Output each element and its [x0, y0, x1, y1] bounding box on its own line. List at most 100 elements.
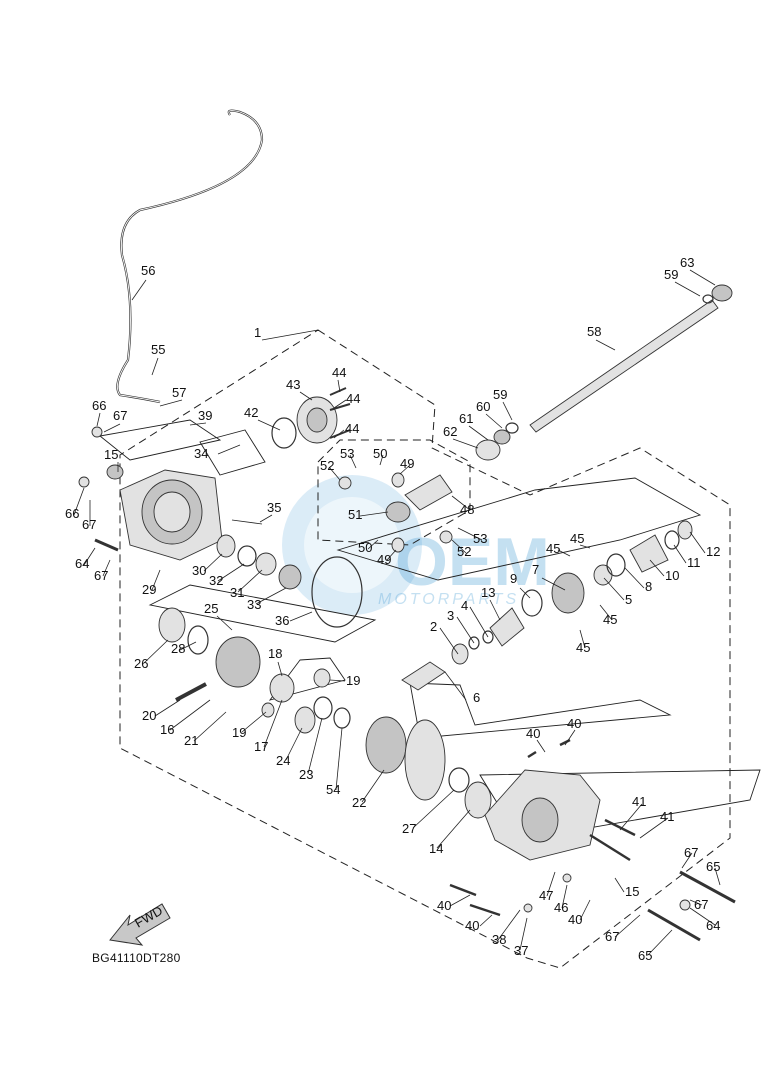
leader-line — [468, 425, 489, 441]
callout-42: 42 — [244, 405, 258, 420]
cover — [296, 396, 338, 444]
leader-line — [681, 852, 693, 869]
bolts-44 — [329, 387, 351, 439]
callout-19a: 19 — [346, 673, 360, 688]
leader-line — [624, 567, 645, 589]
leader-line — [151, 357, 159, 376]
callout-66a: 66 — [92, 398, 106, 413]
callout-58: 58 — [587, 324, 601, 339]
breather-hose-inner — [116, 110, 263, 403]
leader-line — [561, 884, 568, 909]
callout-40c: 40 — [437, 898, 451, 913]
callout-36: 36 — [275, 613, 289, 628]
callout-15b: 15 — [625, 884, 639, 899]
callout-9: 9 — [510, 571, 517, 586]
callout-21: 21 — [184, 733, 198, 748]
leader-line — [399, 464, 411, 475]
leader-line — [328, 466, 341, 481]
callout-44c: 44 — [345, 421, 359, 436]
callout-26: 26 — [134, 656, 148, 671]
callout-8: 8 — [645, 579, 652, 594]
leader-line — [479, 914, 493, 927]
leader-line — [386, 549, 397, 561]
leader-line — [689, 269, 716, 286]
callout-18: 18 — [268, 646, 282, 661]
callout-40a: 40 — [526, 726, 540, 741]
leader-line — [102, 559, 111, 577]
leader-line — [263, 699, 283, 748]
pinion-assembly — [338, 472, 453, 553]
leader-line — [329, 679, 346, 682]
callout-67d: 67 — [684, 845, 698, 860]
callout-14: 14 — [429, 841, 443, 856]
leader-line — [451, 495, 471, 511]
leader-line — [519, 917, 528, 951]
callout-11: 11 — [687, 555, 701, 570]
leader-line — [217, 563, 245, 582]
diagram-code: BG41110DT280 — [92, 951, 181, 965]
bracket-34 — [199, 429, 266, 476]
leader-line — [647, 929, 673, 956]
callout-40d: 40 — [465, 918, 479, 933]
leader-line — [449, 894, 471, 907]
callout-63: 63 — [680, 255, 694, 270]
leader-line — [689, 907, 716, 926]
leader-line — [261, 329, 319, 341]
callout-44b: 44 — [346, 391, 360, 406]
callout-62: 62 — [443, 424, 457, 439]
leader-line — [546, 871, 556, 897]
callout-10: 10 — [665, 568, 679, 583]
leader-line — [689, 899, 703, 906]
callout-52b: 52 — [457, 544, 471, 559]
callout-45c: 45 — [603, 612, 617, 627]
leader-line — [359, 511, 389, 517]
callout-67a: 67 — [113, 408, 127, 423]
callout-24: 24 — [276, 753, 290, 768]
leader-line — [619, 803, 643, 831]
leader-lines — [73, 269, 721, 956]
leader-line — [489, 599, 501, 621]
callout-3: 3 — [447, 608, 454, 623]
callout-50b: 50 — [358, 540, 372, 555]
leader-line — [614, 914, 641, 938]
leader-line — [73, 487, 85, 516]
callout-46: 46 — [554, 900, 568, 915]
left-bolts — [78, 426, 691, 913]
callout-1: 1 — [254, 325, 261, 340]
leader-line — [299, 391, 313, 401]
callout-labels: 1 2 3 4 5 6 7 8 9 10 11 12 13 14 15 15 1… — [65, 255, 720, 963]
callout-29: 29 — [142, 582, 156, 597]
leader-line — [289, 611, 313, 622]
leader-line — [169, 699, 211, 731]
leader-line — [154, 699, 181, 717]
leader-line — [83, 547, 96, 566]
leader-line — [485, 413, 503, 429]
callout-16: 16 — [160, 722, 174, 737]
leader-line — [564, 729, 576, 746]
leader-line — [103, 423, 121, 433]
callout-48: 48 — [460, 502, 474, 517]
callout-38: 38 — [492, 932, 506, 947]
leader-line — [349, 454, 357, 469]
leader-line — [259, 514, 273, 523]
leader-line — [649, 559, 665, 577]
long-bolts — [449, 738, 736, 942]
bearing-stack-left — [216, 534, 302, 590]
callout-49b: 49 — [377, 552, 391, 567]
callout-2: 2 — [430, 619, 437, 634]
o-ring-36 — [311, 556, 363, 628]
callout-44a: 44 — [332, 365, 346, 380]
callout-32: 32 — [209, 573, 223, 588]
leader-line — [367, 539, 379, 550]
callout-53a: 53 — [340, 446, 354, 461]
callout-41b: 41 — [660, 809, 674, 824]
leader-line — [603, 577, 625, 601]
callout-55: 55 — [151, 342, 165, 357]
o-ring-9 — [521, 589, 543, 617]
callout-47: 47 — [539, 888, 553, 903]
leader-line — [151, 569, 161, 591]
watermark-brand: OEM — [395, 524, 550, 600]
callout-25: 25 — [204, 601, 218, 616]
leader-line — [557, 549, 571, 557]
leader-line — [337, 379, 341, 393]
